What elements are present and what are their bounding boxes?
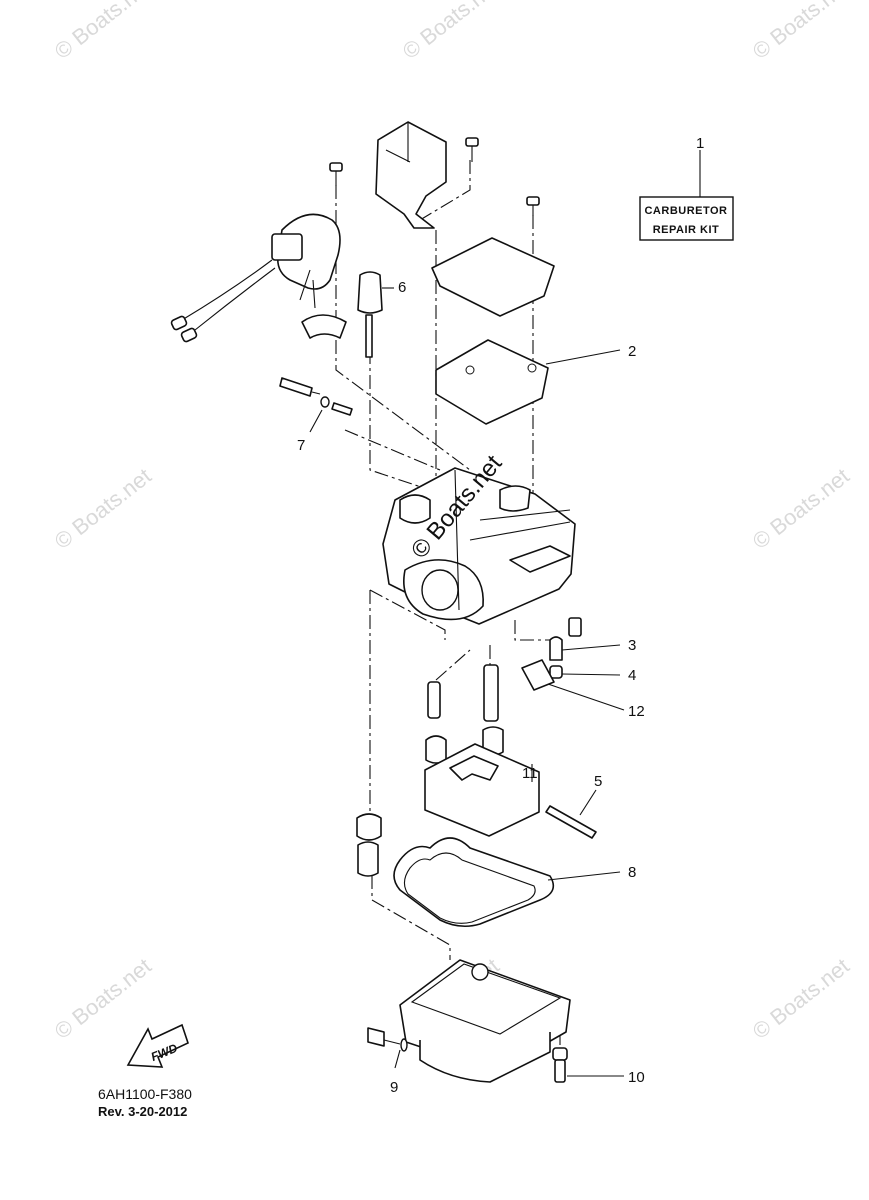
- needle-valve-parts: [521, 617, 625, 711]
- callout-10: 10: [628, 1069, 645, 1086]
- callout-9: 9: [390, 1079, 398, 1096]
- watermark: © Boats.net: [398, 0, 504, 64]
- spring-parts: [356, 813, 382, 877]
- watermark: © Boats.net: [748, 0, 854, 64]
- forward-arrow-icon: FWD: [126, 1023, 189, 1068]
- carburetor-body: [382, 467, 576, 625]
- float-bowl-gasket: [393, 837, 621, 928]
- watermark: © Boats.net: [50, 0, 156, 64]
- callout-6: 6: [398, 279, 406, 296]
- callout-1: 1: [696, 135, 704, 152]
- watermark: © Boats.net: [748, 463, 854, 554]
- kit-label-line2: REPAIR KIT: [653, 224, 720, 236]
- watermark: © Boats.net: [748, 953, 854, 1044]
- drain-screws: [367, 1027, 624, 1083]
- callout-5: 5: [594, 773, 602, 790]
- revision-date: Rev. 3-20-2012: [98, 1104, 188, 1119]
- callout-4: 4: [628, 667, 636, 684]
- diagram-code: 6AH1100-F380: [98, 1086, 192, 1102]
- pilot-screw: [279, 377, 353, 433]
- cover-plate: [431, 196, 621, 425]
- kit-label-line1: CARBURETOR: [644, 205, 727, 217]
- callout-12: 12: [628, 703, 645, 720]
- callout-2: 2: [628, 343, 636, 360]
- cap: [357, 271, 394, 358]
- float-bowl: [399, 959, 571, 1083]
- callout-8: 8: [628, 864, 636, 881]
- carburetor-repair-kit-box: CARBURETOR REPAIR KIT: [639, 150, 734, 241]
- callout-numbers: 1 2 3 4 5 6 7 8 9 10 11 12: [297, 135, 704, 1096]
- watermark: © Boats.net: [50, 463, 156, 554]
- jets: [425, 664, 504, 764]
- callout-11: 11: [522, 765, 538, 782]
- callout-7: 7: [297, 437, 305, 454]
- callout-3: 3: [628, 637, 636, 654]
- solenoid-assembly: [170, 162, 347, 343]
- bracket: [375, 121, 479, 229]
- float: [424, 743, 597, 839]
- watermark: © Boats.net: [50, 953, 156, 1044]
